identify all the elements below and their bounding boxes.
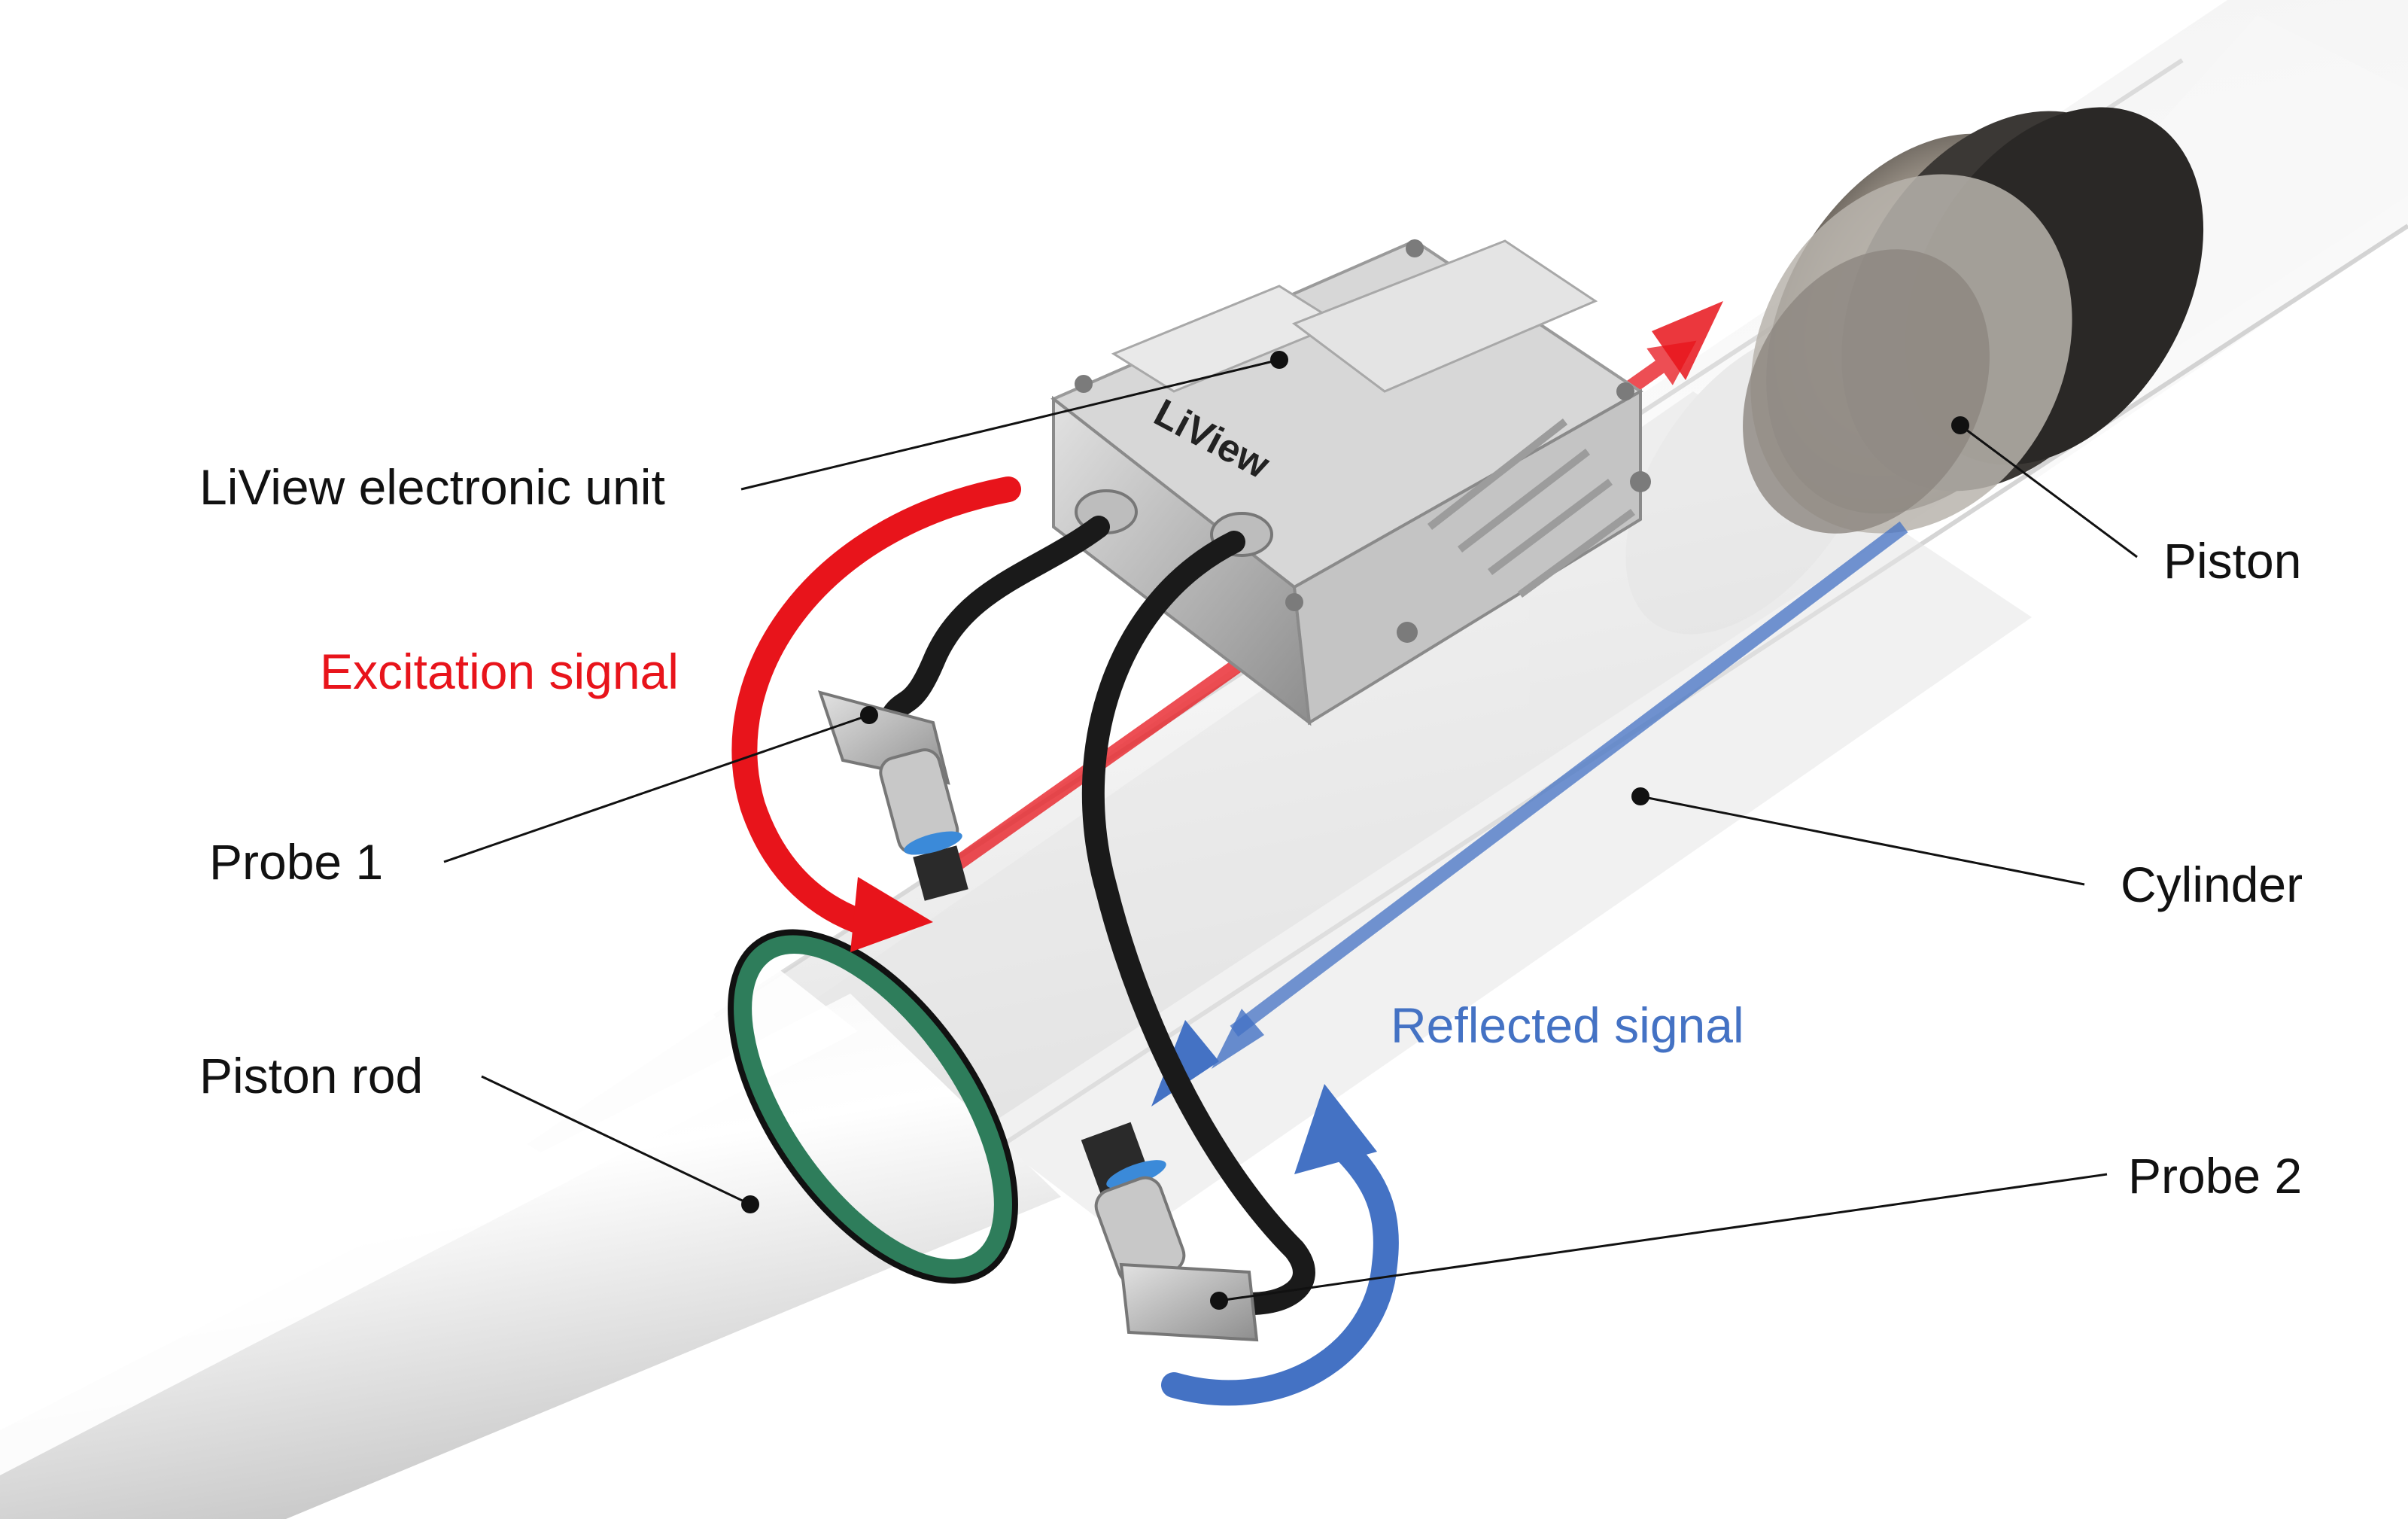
probe-2-cable — [1081, 531, 1315, 1315]
label-piston: Piston — [2163, 533, 2301, 589]
label-probe-1: Probe 1 — [209, 834, 383, 890]
probe-1-cable — [877, 516, 1110, 734]
reflected-curved-arrow — [1161, 1131, 1399, 1406]
rod-seal-ring — [732, 933, 1014, 1280]
probe-2 — [1081, 1122, 1259, 1342]
excitation-curved-arrow — [731, 476, 1021, 939]
label-reflected-signal: Reflected signal — [1391, 997, 1744, 1053]
callout-lines — [443, 351, 2138, 1310]
label-excitation-signal: Excitation signal — [320, 644, 679, 699]
rod-seal-ring-dark — [728, 929, 1018, 1284]
label-piston-rod: Piston rod — [199, 1048, 423, 1103]
piston-rod — [0, 948, 1061, 1519]
label-cylinder: Cylinder — [2121, 857, 2303, 912]
reflected-arrow-head-2 — [1212, 1009, 1264, 1069]
liview-electronic-unit: LiView — [1050, 239, 1651, 726]
reflected-curved-arrow-head — [1294, 1084, 1377, 1174]
probe-1 — [817, 690, 968, 901]
piston-head — [1743, 107, 2204, 534]
label-probe-2: Probe 2 — [2128, 1148, 2302, 1204]
excitation-arrow-head — [1652, 301, 1723, 380]
label-electronic-unit: LiView electronic unit — [199, 459, 665, 515]
reflected-signal-path — [1230, 521, 1908, 1037]
excitation-curved-arrow-head — [850, 877, 933, 952]
